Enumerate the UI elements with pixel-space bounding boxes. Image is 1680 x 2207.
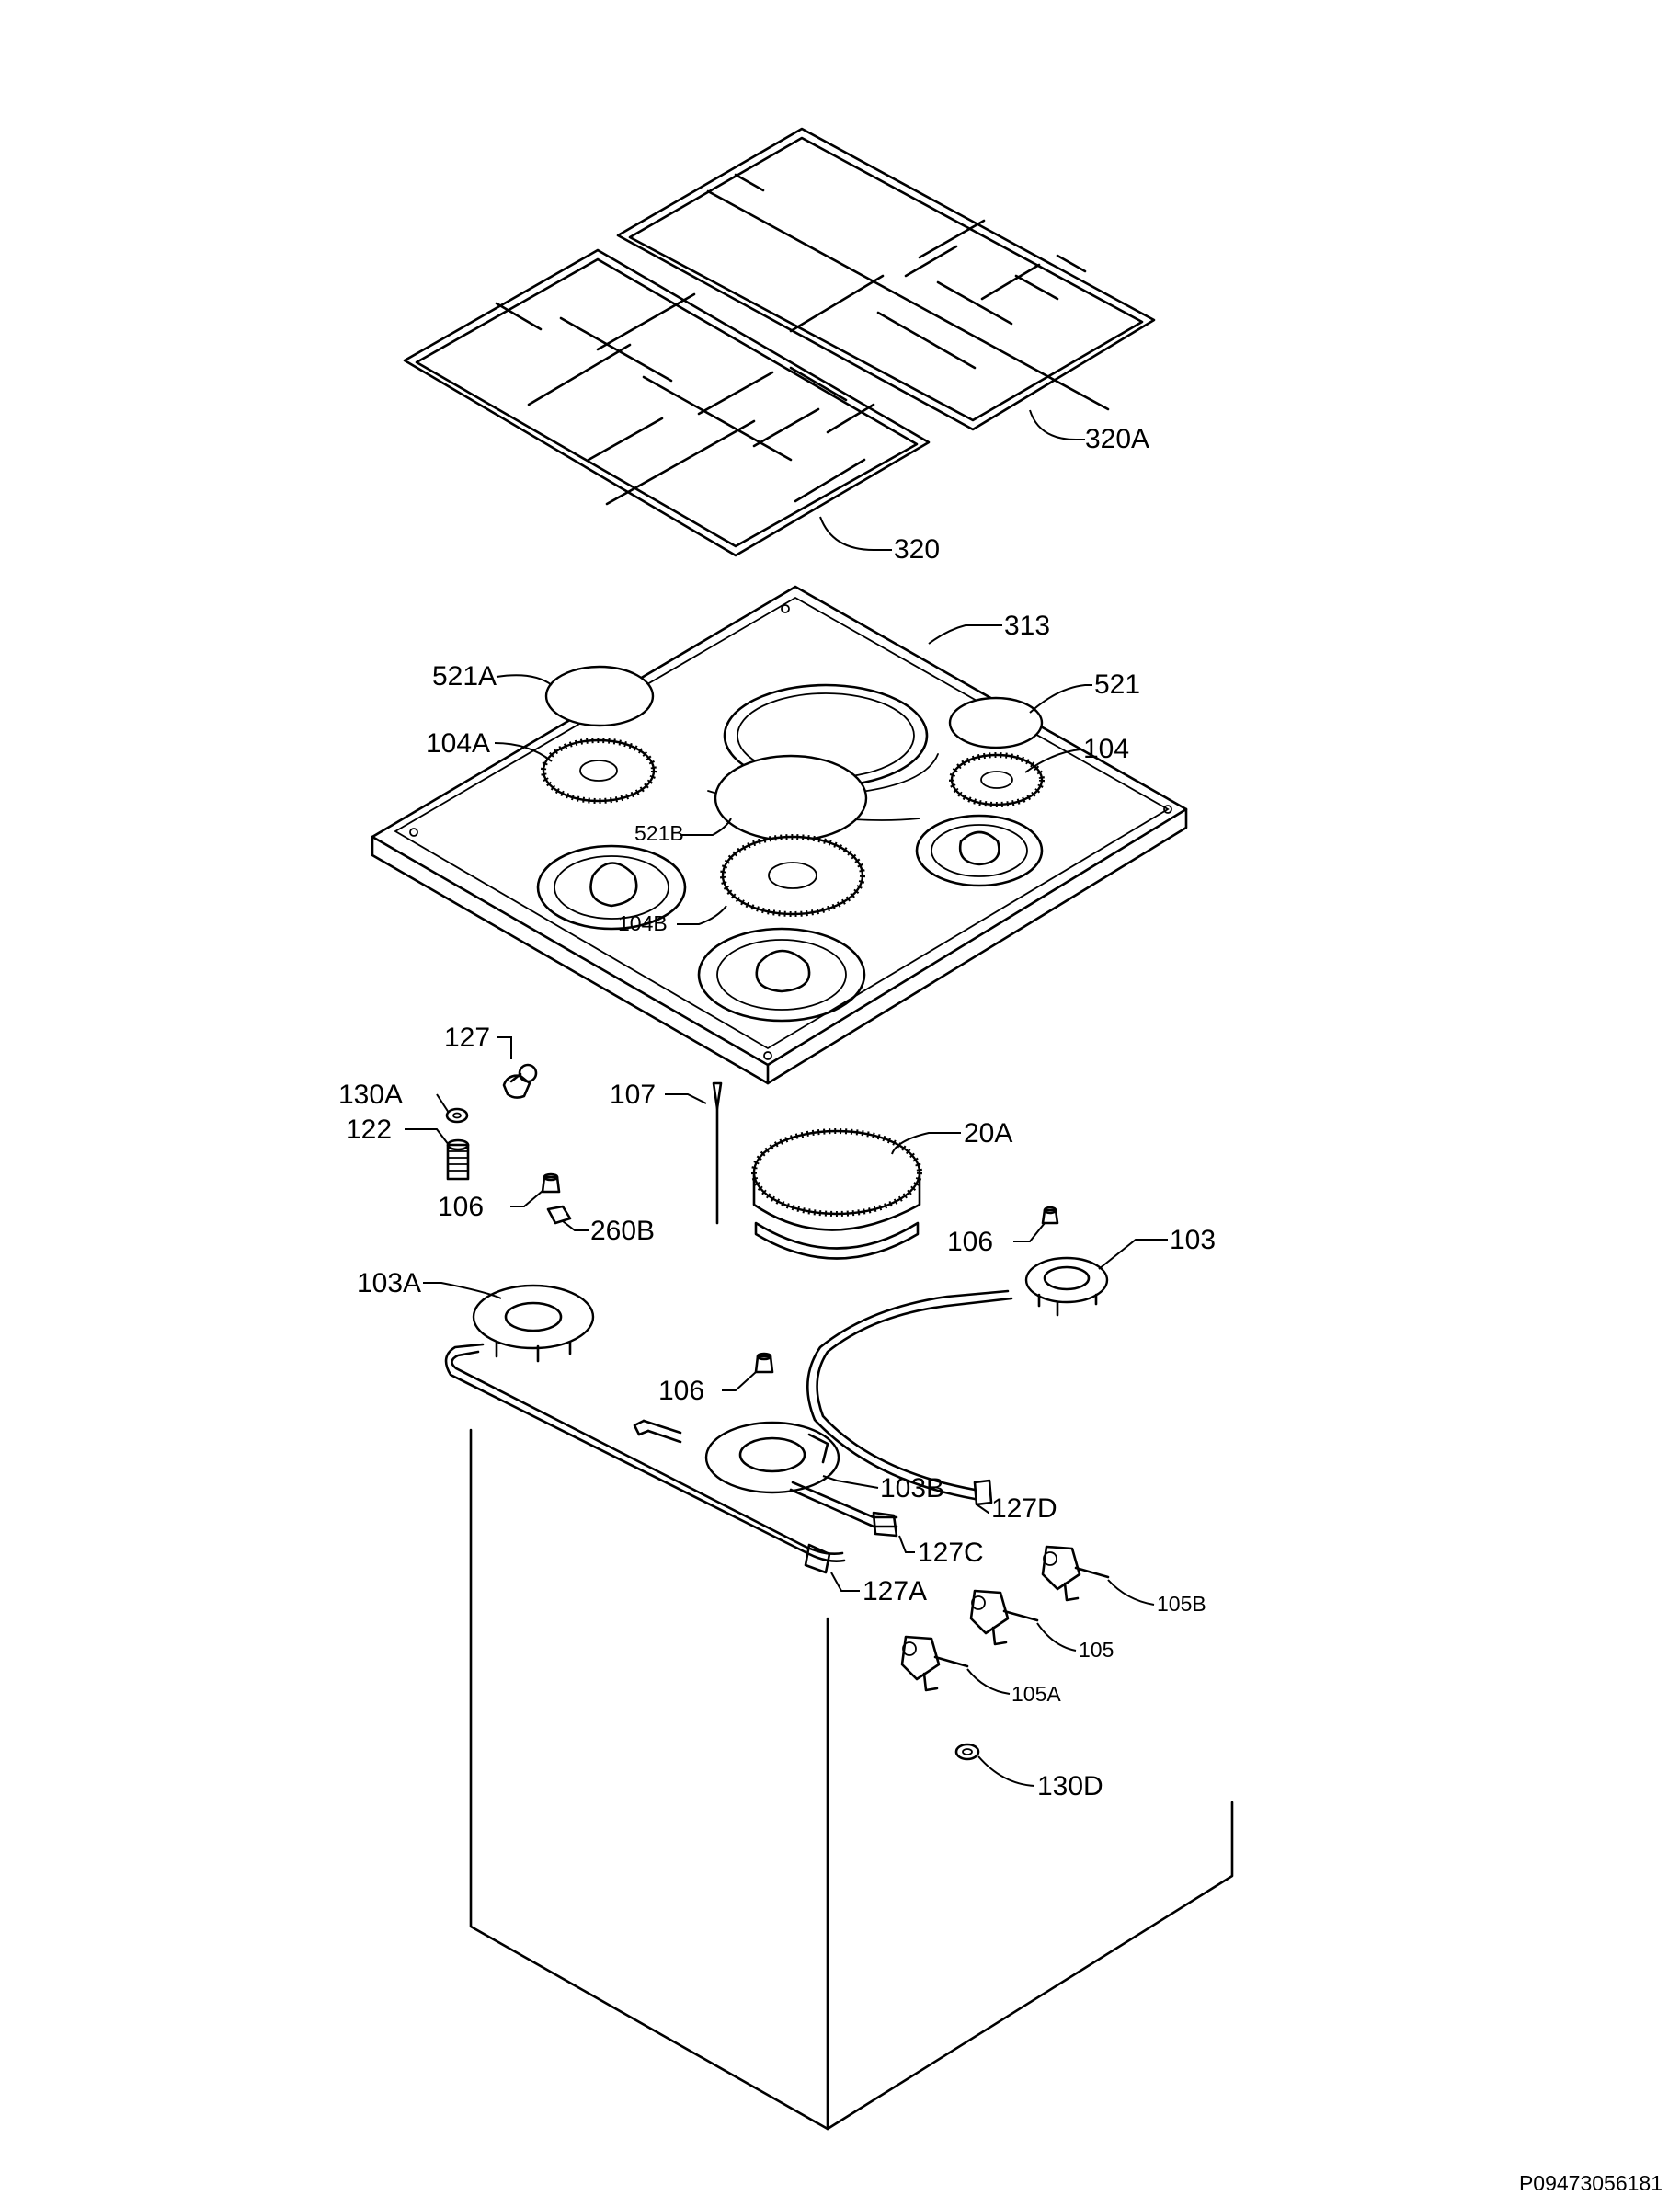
label-106-right: 106 (947, 1227, 993, 1257)
washer-130d (954, 1743, 980, 1761)
pan-support-320a (616, 127, 1156, 431)
burner-cap-20a (751, 1128, 922, 1260)
cooker-body-outline (469, 1428, 1234, 2131)
label-320: 320 (894, 534, 940, 565)
burner-crown-104a (541, 738, 657, 804)
burner-base-103a (472, 1284, 595, 1363)
connector-122 (446, 1138, 470, 1181)
label-104: 104 (1083, 734, 1129, 764)
label-127a: 127A (863, 1576, 927, 1607)
label-103: 103 (1170, 1225, 1216, 1255)
label-130a: 130A (338, 1080, 403, 1110)
label-105b: 105B (1157, 1592, 1206, 1616)
pan-support-320 (403, 248, 931, 557)
label-106-centre: 106 (658, 1376, 704, 1406)
drawing-code: P09473056181 (1519, 2171, 1663, 2195)
label-105: 105 (1079, 1638, 1114, 1662)
pipe-127a (444, 1343, 846, 1574)
label-104a: 104A (426, 728, 490, 759)
label-103a: 103A (357, 1268, 421, 1298)
thermocouple-107 (712, 1081, 723, 1225)
label-20a: 20A (964, 1118, 1012, 1149)
injector-106c (754, 1352, 774, 1374)
hob-top-313 (371, 585, 1188, 1085)
label-127: 127 (444, 1023, 490, 1053)
label-106-upper: 106 (438, 1192, 484, 1222)
label-260b: 260B (590, 1216, 655, 1246)
injector-106b (1041, 1206, 1059, 1225)
leader-lines (405, 409, 1168, 1787)
label-521a: 521A (432, 661, 497, 692)
label-103b: 103B (880, 1473, 944, 1504)
label-320a: 320A (1085, 424, 1149, 454)
label-313: 313 (1004, 611, 1050, 641)
label-127d: 127D (991, 1493, 1057, 1524)
burner-cap-521a (544, 665, 655, 727)
pipe-127c (633, 1419, 898, 1538)
label-130d: 130D (1037, 1771, 1103, 1801)
label-107: 107 (610, 1080, 656, 1110)
label-521: 521 (1094, 669, 1140, 700)
burner-crown-104 (949, 752, 1045, 807)
label-521b: 521B (634, 821, 684, 845)
label-127c: 127C (918, 1538, 984, 1568)
burner-base-103 (1024, 1256, 1109, 1317)
gas-tap-105a (900, 1635, 969, 1692)
elbow-fitting-127 (502, 1063, 538, 1099)
pipe-127d (806, 1289, 1013, 1506)
label-122: 122 (346, 1115, 392, 1145)
burner-cap-521 (948, 696, 1044, 749)
burner-crown-104b (720, 834, 865, 917)
burner-base-103b (704, 1421, 840, 1494)
injector-106a (541, 1172, 561, 1194)
gas-tap-105b (1041, 1545, 1110, 1602)
label-104b: 104B (618, 911, 668, 935)
label-105a: 105A (1011, 1682, 1061, 1706)
gas-tap-105 (969, 1589, 1039, 1646)
washer-130a (445, 1107, 469, 1124)
burner-cap-521b (714, 754, 868, 842)
clip-260b (546, 1205, 572, 1225)
